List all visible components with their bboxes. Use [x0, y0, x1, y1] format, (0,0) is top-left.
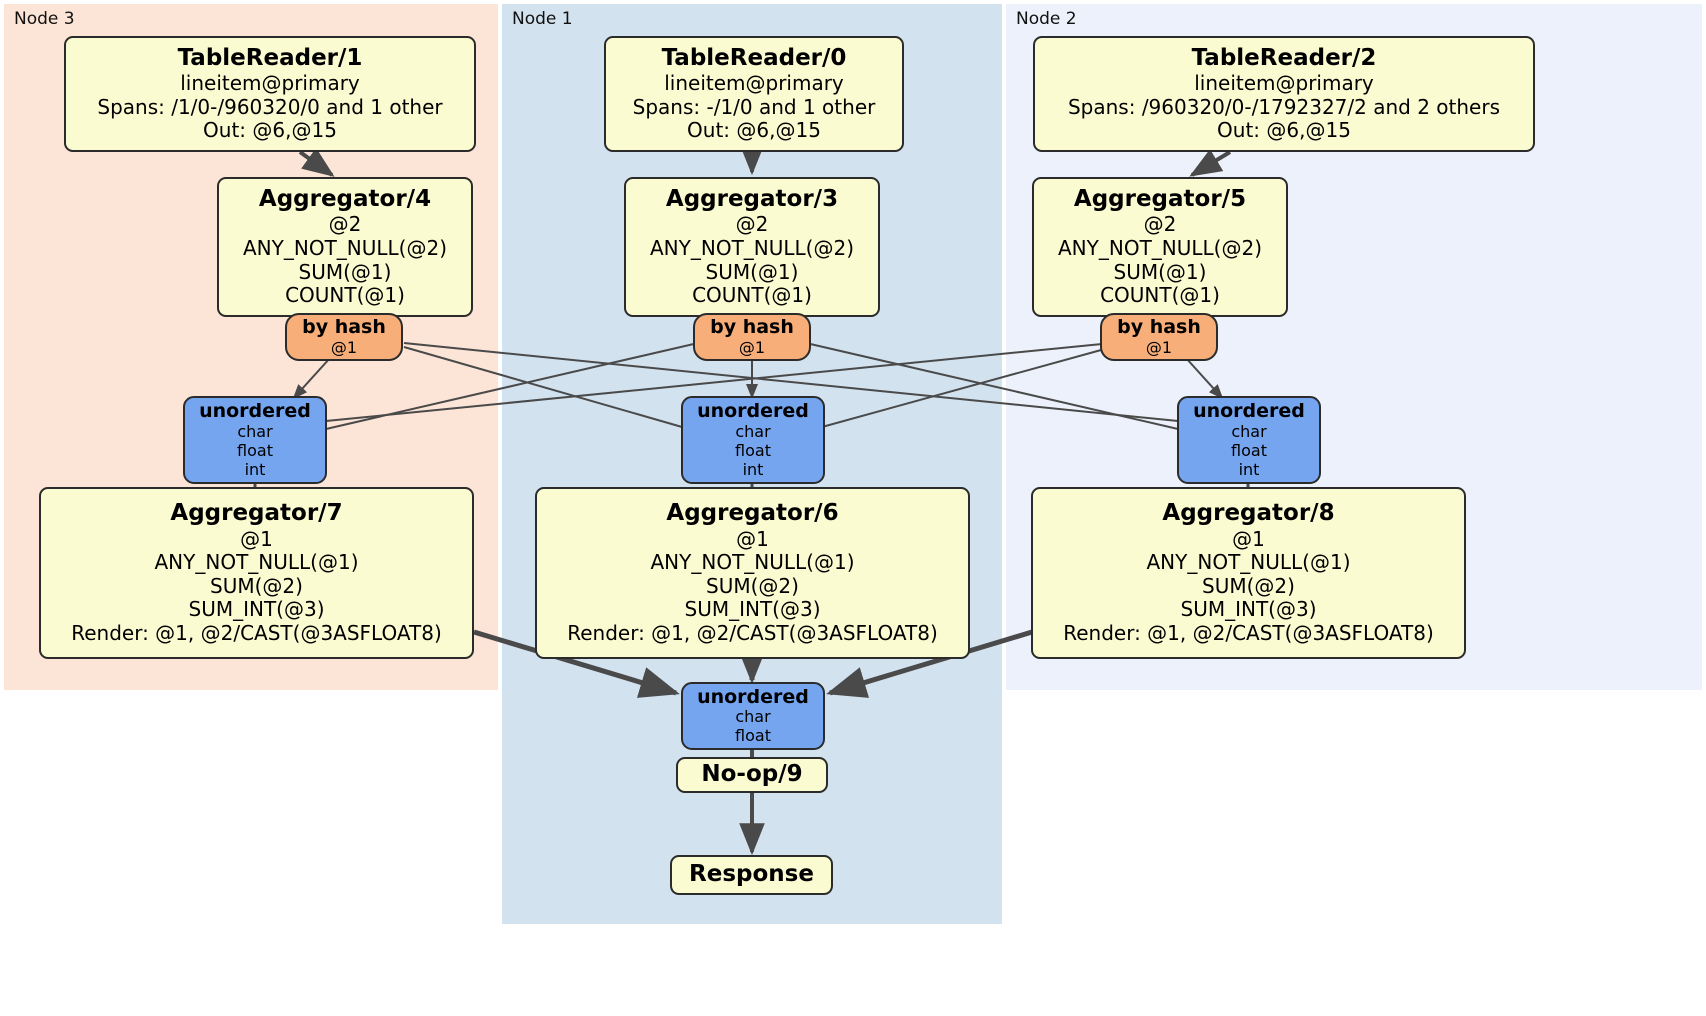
aggregator-5-agg3: COUNT(@1): [1100, 283, 1220, 308]
aggregator-6-box[interactable]: Aggregator/6 @1 ANY_NOT_NULL(@1) SUM(@2)…: [535, 487, 970, 659]
aggregator-8-render: Render: @1, @2/CAST(@3ASFLOAT8): [1063, 620, 1434, 645]
sync-final-type-float: float: [735, 726, 771, 746]
sync-left-title: unordered: [199, 400, 311, 423]
tablereader-2-source: lineitem@primary: [1194, 71, 1374, 96]
aggregator-4-agg1: ANY_NOT_NULL(@2): [243, 235, 447, 260]
node-panel-label-node3: Node 3: [14, 9, 75, 29]
tablereader-0-spans: Spans: -/1/0 and 1 other: [632, 94, 876, 119]
sync-left-type-int: int: [244, 459, 266, 479]
aggregator-4-box[interactable]: Aggregator/4 @2 ANY_NOT_NULL(@2) SUM(@1)…: [217, 177, 473, 317]
router-by-hash-center[interactable]: by hash @1: [693, 313, 811, 361]
sync-right-type-int: int: [1238, 459, 1260, 479]
sync-center-title: unordered: [697, 400, 809, 423]
aggregator-3-group: @2: [735, 212, 769, 237]
aggregator-4-agg3: COUNT(@1): [285, 283, 405, 308]
aggregator-6-title: Aggregator/6: [666, 500, 839, 527]
aggregator-6-agg2: SUM(@2): [706, 573, 799, 598]
tablereader-1-out: Out: @6,@15: [203, 118, 337, 143]
tablereader-2-title: TableReader/2: [1191, 45, 1377, 72]
aggregator-6-agg3: SUM_INT(@3): [684, 597, 821, 622]
sync-right-title: unordered: [1193, 400, 1305, 423]
aggregator-7-group: @1: [240, 526, 273, 551]
router-left-title: by hash: [302, 316, 386, 339]
aggregator-5-agg1: ANY_NOT_NULL(@2): [1058, 235, 1262, 260]
aggregator-4-title: Aggregator/4: [258, 186, 432, 213]
aggregator-4-group: @2: [328, 212, 362, 237]
sync-left-type-char: char: [237, 421, 273, 441]
router-by-hash-right[interactable]: by hash @1: [1100, 313, 1218, 361]
noop-9-box[interactable]: No-op/9: [676, 757, 828, 793]
aggregator-8-title: Aggregator/8: [1162, 500, 1335, 527]
response-box[interactable]: Response: [670, 855, 833, 895]
tablereader-1-title: TableReader/1: [177, 45, 363, 72]
sync-left-type-float: float: [237, 440, 273, 460]
sync-right-type-float: float: [1231, 440, 1267, 460]
aggregator-3-box[interactable]: Aggregator/3 @2 ANY_NOT_NULL(@2) SUM(@1)…: [624, 177, 880, 317]
router-center-column: @1: [738, 337, 766, 357]
aggregator-3-agg2: SUM(@1): [705, 259, 799, 284]
aggregator-4-agg2: SUM(@1): [298, 259, 392, 284]
aggregator-8-agg3: SUM_INT(@3): [1180, 597, 1317, 622]
sync-final-type-char: char: [735, 707, 771, 727]
router-right-column: @1: [1145, 337, 1173, 357]
aggregator-5-agg2: SUM(@1): [1113, 259, 1207, 284]
tablereader-1-spans: Spans: /1/0-/960320/0 and 1 other: [97, 94, 443, 119]
router-right-title: by hash: [1117, 316, 1201, 339]
router-by-hash-left[interactable]: by hash @1: [285, 313, 403, 361]
sync-final-title: unordered: [697, 685, 809, 708]
sync-right-type-char: char: [1231, 421, 1267, 441]
synchronizer-unordered-right[interactable]: unordered char float int: [1177, 396, 1321, 484]
node-panel-label-node1: Node 1: [512, 9, 573, 29]
aggregator-3-agg3: COUNT(@1): [692, 283, 812, 308]
sync-center-type-int: int: [742, 459, 764, 479]
aggregator-6-group: @1: [736, 526, 769, 551]
aggregator-8-agg1: ANY_NOT_NULL(@1): [1146, 550, 1351, 575]
router-left-column: @1: [330, 337, 358, 357]
sync-center-type-float: float: [735, 440, 771, 460]
aggregator-3-agg1: ANY_NOT_NULL(@2): [650, 235, 854, 260]
aggregator-7-title: Aggregator/7: [170, 500, 343, 527]
synchronizer-unordered-final[interactable]: unordered char float: [681, 682, 825, 750]
aggregator-7-agg2: SUM(@2): [210, 573, 303, 598]
synchronizer-unordered-left[interactable]: unordered char float int: [183, 396, 327, 484]
aggregator-7-box[interactable]: Aggregator/7 @1 ANY_NOT_NULL(@1) SUM(@2)…: [39, 487, 474, 659]
aggregator-5-title: Aggregator/5: [1073, 186, 1247, 213]
aggregator-5-box[interactable]: Aggregator/5 @2 ANY_NOT_NULL(@2) SUM(@1)…: [1032, 177, 1288, 317]
tablereader-2-box[interactable]: TableReader/2 lineitem@primary Spans: /9…: [1033, 36, 1535, 152]
aggregator-5-group: @2: [1143, 212, 1177, 237]
tablereader-0-title: TableReader/0: [661, 45, 847, 72]
node-panel-label-node2: Node 2: [1016, 9, 1077, 29]
tablereader-2-spans: Spans: /960320/0-/1792327/2 and 2 others: [1067, 94, 1500, 119]
router-center-title: by hash: [710, 316, 794, 339]
aggregator-3-title: Aggregator/3: [665, 186, 839, 213]
aggregator-6-agg1: ANY_NOT_NULL(@1): [650, 550, 855, 575]
aggregator-7-render: Render: @1, @2/CAST(@3ASFLOAT8): [71, 620, 442, 645]
synchronizer-unordered-center[interactable]: unordered char float int: [681, 396, 825, 484]
aggregator-7-agg3: SUM_INT(@3): [188, 597, 325, 622]
tablereader-1-box[interactable]: TableReader/1 lineitem@primary Spans: /1…: [64, 36, 476, 152]
tablereader-1-source: lineitem@primary: [180, 71, 360, 96]
noop-9-title: No-op/9: [701, 761, 803, 788]
sync-center-type-char: char: [735, 421, 771, 441]
tablereader-0-box[interactable]: TableReader/0 lineitem@primary Spans: -/…: [604, 36, 904, 152]
response-title: Response: [689, 861, 814, 888]
aggregator-8-agg2: SUM(@2): [1202, 573, 1295, 598]
tablereader-2-out: Out: @6,@15: [1217, 118, 1351, 143]
aggregator-8-group: @1: [1232, 526, 1265, 551]
aggregator-8-box[interactable]: Aggregator/8 @1 ANY_NOT_NULL(@1) SUM(@2)…: [1031, 487, 1466, 659]
aggregator-6-render: Render: @1, @2/CAST(@3ASFLOAT8): [567, 620, 938, 645]
tablereader-0-source: lineitem@primary: [664, 71, 844, 96]
aggregator-7-agg1: ANY_NOT_NULL(@1): [154, 550, 359, 575]
tablereader-0-out: Out: @6,@15: [687, 118, 821, 143]
